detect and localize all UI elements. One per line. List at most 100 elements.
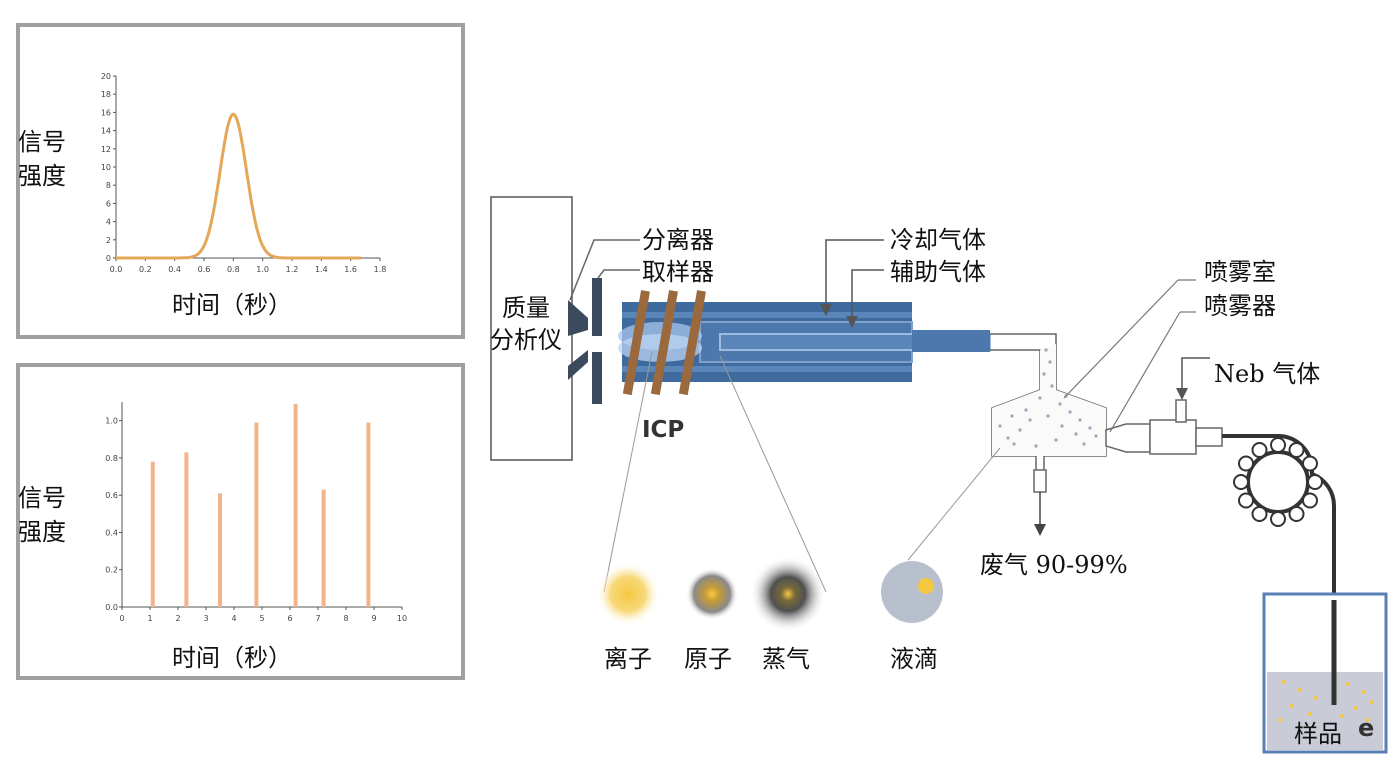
sampler-label: 取样器 — [642, 258, 714, 286]
chart-2-bars — [150, 403, 371, 607]
cooling-gas-leader — [825, 239, 884, 308]
chart-1-y-tick-label: 20 — [101, 72, 111, 81]
chart-1-y-tick-label: 16 — [101, 108, 111, 117]
mass-analyzer-label-line-2: 分析仪 — [490, 326, 562, 354]
sample-particle — [1366, 718, 1370, 722]
chart-2-x-tick-label: 4 — [231, 614, 236, 623]
pump-wheel — [1246, 450, 1310, 514]
pump-roller — [1270, 511, 1286, 527]
chart-1-x-tick-label: 1.0 — [256, 265, 269, 274]
chart-1-x-tick-label: 0.0 — [110, 265, 123, 274]
rf-coil-3 — [678, 290, 706, 396]
chart-2-y-tick-label: 0.2 — [105, 566, 118, 575]
mist-droplet — [1054, 438, 1058, 442]
mass-analyzer-label-line-1: 质量 — [502, 294, 550, 322]
interface-cones: 分离器 取样器 — [568, 226, 714, 404]
nebulizer-leader — [1109, 311, 1181, 433]
sampler-cone-upper — [592, 278, 602, 336]
sample-particle — [1308, 712, 1312, 716]
atom-icon — [686, 568, 738, 620]
chart-2-x-tick-label: 3 — [203, 614, 208, 623]
mist-droplet — [1024, 408, 1028, 412]
chart-1-y-tick-label: 6 — [106, 199, 111, 208]
sample-particle — [1346, 682, 1350, 686]
mist-droplet — [1058, 402, 1062, 406]
pump-roller — [1251, 442, 1268, 458]
rf-coil-1 — [622, 290, 650, 396]
chart-1-y-tick-label: 18 — [101, 90, 111, 99]
sampler-leader — [597, 269, 640, 279]
torch-tail — [912, 330, 990, 352]
chart-2-x-tick-label: 9 — [371, 614, 376, 623]
chart-1-ylabel-line-1: 信号 — [18, 128, 66, 156]
skimmer-cone-upper — [568, 300, 588, 336]
chart-2-ylabel-line-2: 强度 — [18, 518, 66, 546]
chart-1-x-tick-label: 0.6 — [198, 265, 211, 274]
icp-torch: ICP 冷却气体 辅助气体 — [618, 226, 991, 443]
chart-1-x-tick-label: 1.8 — [374, 265, 387, 274]
droplet-leader — [907, 447, 1001, 561]
mist-droplet — [1006, 436, 1010, 440]
chart-2-frame — [16, 363, 465, 680]
chart-2-y-tick-label: 1.0 — [105, 417, 118, 426]
mist-droplet — [1046, 414, 1050, 418]
sample-particle — [1340, 714, 1344, 718]
chart-2-x-tick-label: 7 — [315, 614, 320, 623]
e-mark: e — [1358, 714, 1374, 742]
vapor-leader — [719, 355, 827, 593]
ion-leader — [603, 351, 653, 593]
chart-2-y-tick-label: 0.4 — [105, 528, 118, 537]
ion-icon — [596, 562, 660, 626]
spray-chamber-label: 喷雾室 — [1204, 258, 1276, 286]
mist-droplet — [1082, 442, 1086, 446]
chart-1-y-tick-label: 12 — [101, 145, 111, 154]
mist-droplet — [1048, 360, 1052, 364]
sample-particle — [1278, 718, 1282, 722]
chart-1-y-tick-label: 10 — [101, 163, 111, 172]
sample-particle — [1354, 706, 1358, 710]
mist-droplet — [1042, 372, 1046, 376]
chart-2-x-tick-label: 8 — [343, 614, 348, 623]
chart-1-x-tick-label: 0.4 — [168, 265, 181, 274]
mist-droplet — [1038, 396, 1042, 400]
mist-droplet — [998, 424, 1002, 428]
pump-roller — [1238, 455, 1254, 472]
mist-droplet — [1078, 418, 1082, 422]
droplet-core-icon — [918, 578, 934, 594]
pump-roller — [1307, 474, 1323, 490]
sample-particle — [1314, 696, 1318, 700]
chart-2-bar — [150, 461, 155, 607]
skimmer-label: 分离器 — [642, 226, 714, 254]
nebulizer-label: 喷雾器 — [1204, 292, 1276, 320]
chart-2-y-ticks: 0.00.20.40.60.81.0 — [105, 417, 122, 612]
chart-2-bar — [366, 422, 371, 607]
pump-rollers — [1233, 437, 1323, 527]
droplet-icon — [881, 561, 943, 623]
vapor-icon — [750, 556, 826, 632]
chart-2-xlabel: 时间（秒） — [172, 644, 292, 672]
chart-1-x-tick-label: 1.6 — [344, 265, 357, 274]
chart-2-x-tick-label: 5 — [259, 614, 264, 623]
chart-1-x-tick-label: 0.2 — [139, 265, 152, 274]
chart-2-bar — [254, 422, 259, 607]
aux-gas-label: 辅助气体 — [890, 258, 986, 286]
mist-droplet — [1050, 384, 1054, 388]
mist-droplet — [1034, 444, 1038, 448]
chart-1-ylabel-line-2: 强度 — [18, 162, 66, 190]
chart-1-y-tick-label: 4 — [106, 218, 111, 227]
pump-roller — [1302, 455, 1318, 472]
spray-mist — [998, 348, 1098, 448]
waste-label: 废气 90-99% — [980, 551, 1128, 579]
neb-gas-label: Neb 气体 — [1214, 360, 1320, 388]
mist-droplet — [1018, 428, 1022, 432]
cooling-gas-label: 冷却气体 — [890, 226, 986, 254]
chart-2-y-tick-label: 0.6 — [105, 491, 118, 500]
pump-roller — [1288, 442, 1305, 458]
ion-label: 离子 — [604, 645, 652, 673]
chart-2-x-tick-label: 6 — [287, 614, 292, 623]
sample-particle — [1290, 704, 1294, 708]
